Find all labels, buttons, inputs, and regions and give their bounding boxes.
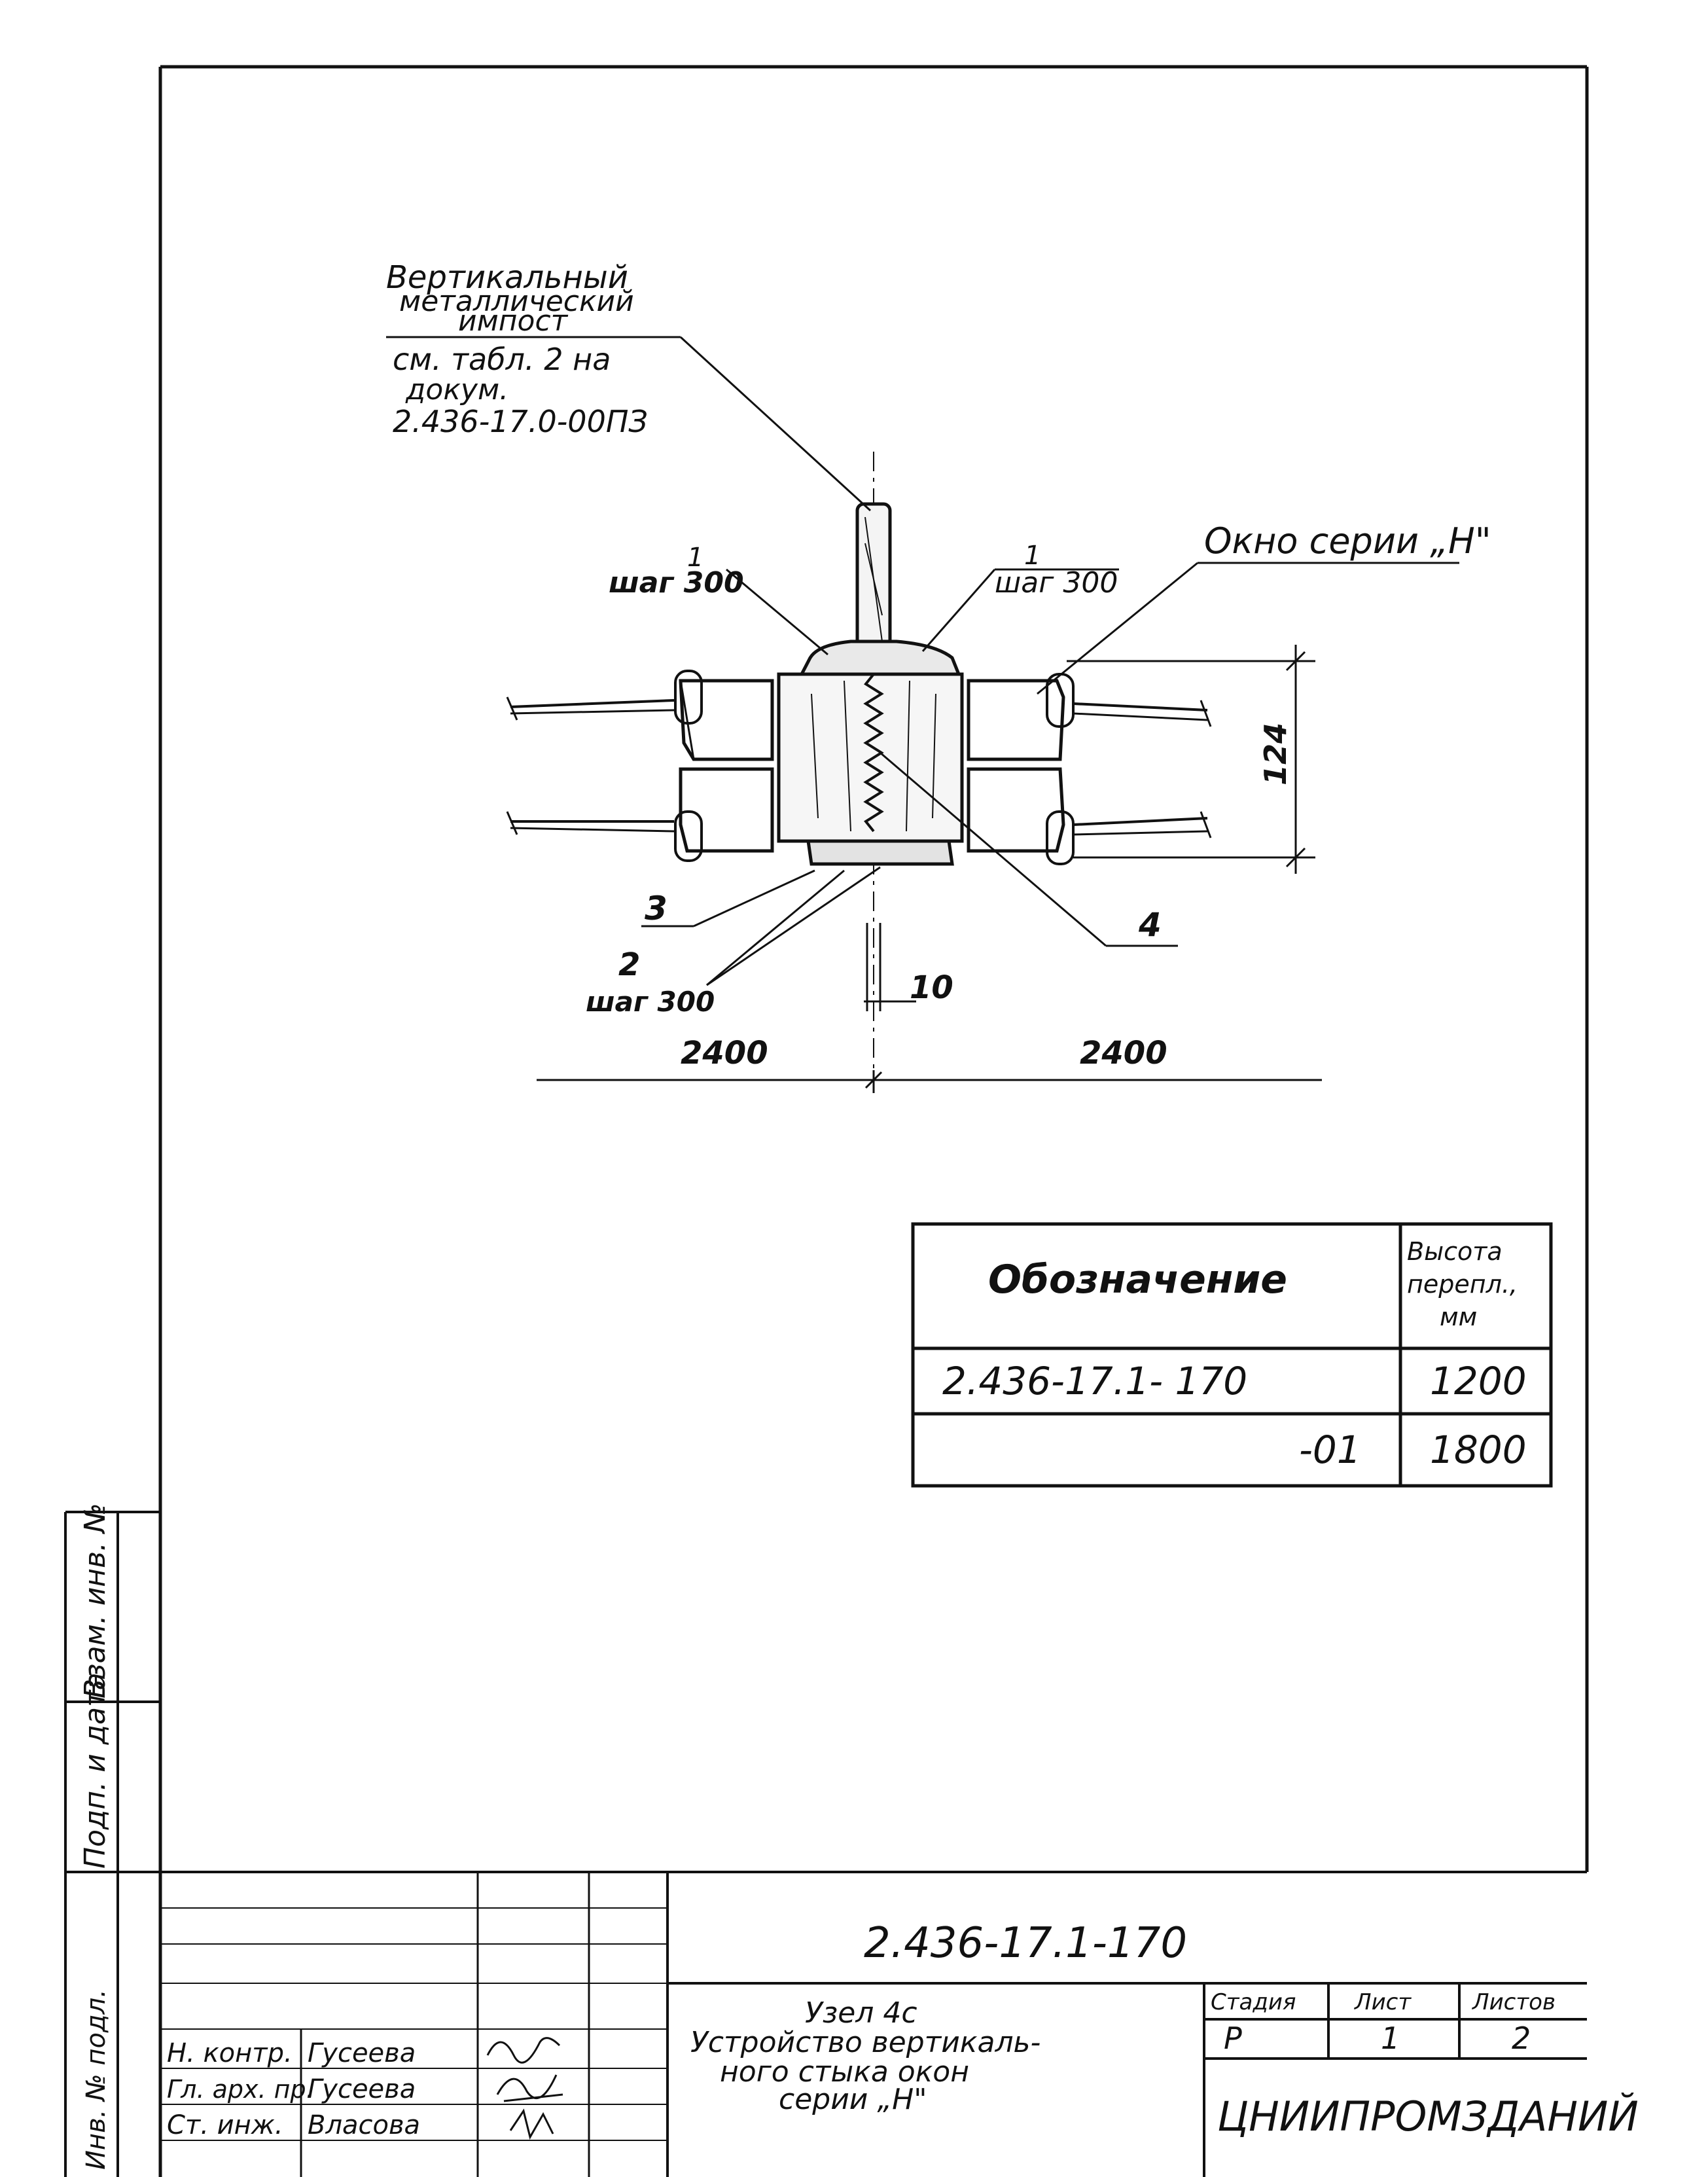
callout-impost-line6: 2.436-17.0-00ПЗ bbox=[393, 404, 648, 439]
dimension-height-label: 124 bbox=[1258, 723, 1293, 785]
dimension-left-label: 2400 bbox=[681, 1035, 768, 1071]
spec-header-designation: Обозначение bbox=[988, 1257, 1287, 1303]
dimension-right-label: 2400 bbox=[1080, 1035, 1167, 1071]
side-stamp-col1: Взам. инв. № bbox=[79, 1503, 112, 1699]
title-stage-value: Р bbox=[1224, 2021, 1242, 2056]
role-3-title: Ст. инж. bbox=[167, 2110, 283, 2140]
title-sheets-label: Листов bbox=[1471, 1989, 1556, 2015]
title-line4: серии „Н" bbox=[779, 2083, 927, 2116]
spec-row2-designation: -01 bbox=[1299, 1428, 1361, 1472]
dimension-height bbox=[1067, 645, 1315, 874]
title-line2: Устройство вертикаль- bbox=[690, 2026, 1041, 2059]
title-stage-label: Стадия bbox=[1211, 1989, 1296, 2015]
callout-impost bbox=[386, 336, 872, 512]
title-line1: Узел 4с bbox=[805, 1996, 917, 2030]
pos1-right-number: 1 bbox=[1024, 541, 1041, 571]
callout-window-label: Окно серии „Н" bbox=[1204, 520, 1491, 562]
title-block bbox=[159, 1872, 1587, 2177]
role-2-name: Гусеева bbox=[308, 2074, 416, 2104]
joint-detail bbox=[506, 452, 1212, 1087]
spec-header-height-2: перепл., bbox=[1407, 1270, 1518, 1299]
role-1-name: Гусеева bbox=[308, 2038, 416, 2068]
callout-pos1-left bbox=[726, 568, 828, 656]
callout-pos4 bbox=[880, 751, 1178, 947]
title-line3: ного стыка окон bbox=[720, 2055, 969, 2089]
title-sheet-label: Лист bbox=[1353, 1989, 1412, 2015]
spec-header-height-1: Высота bbox=[1407, 1237, 1503, 1266]
dimension-gap-label: 10 bbox=[910, 969, 953, 1006]
title-organization: ЦНИИПРОМЗДАНИЙ bbox=[1217, 2092, 1639, 2140]
side-stamp bbox=[64, 1511, 160, 2177]
pos3-label: 3 bbox=[645, 890, 667, 927]
title-sheets-value: 2 bbox=[1512, 2021, 1531, 2056]
title-sheet-value: 1 bbox=[1381, 2021, 1400, 2056]
role-2-title: Гл. арх. пр. bbox=[167, 2075, 314, 2104]
spec-table bbox=[911, 1222, 1553, 1488]
callout-impost-line3: импост bbox=[458, 304, 569, 338]
role-1-title: Н. контр. bbox=[167, 2038, 293, 2068]
pos2-number: 2 bbox=[618, 946, 640, 983]
spec-row1-designation: 2.436-17.1- 170 bbox=[942, 1359, 1247, 1403]
spec-row2-height: 1800 bbox=[1430, 1428, 1527, 1472]
callout-window bbox=[1037, 562, 1459, 695]
sheet-frame bbox=[158, 65, 1589, 2177]
role-3-name: Власова bbox=[308, 2110, 420, 2140]
pos1-left-number: 1 bbox=[687, 543, 703, 573]
title-doc-code: 2.436-17.1-170 bbox=[864, 1919, 1187, 1968]
signature-marks bbox=[486, 2037, 563, 2140]
side-stamp-col3: Инв. № подл. bbox=[81, 1989, 111, 2170]
pos1-right-step: шаг 300 bbox=[995, 566, 1118, 600]
pos2-step: шаг 300 bbox=[586, 986, 715, 1018]
callout-pos1-right bbox=[921, 568, 1119, 652]
callout-impost-line4: см. табл. 2 на bbox=[393, 342, 611, 377]
spec-row1-height: 1200 bbox=[1430, 1359, 1527, 1403]
side-stamp-col2: Подп. и дата bbox=[79, 1672, 112, 1869]
spec-header-height-3: мм bbox=[1440, 1303, 1477, 1331]
dimension-bottom bbox=[537, 923, 1322, 1093]
callout-pos3 bbox=[641, 869, 815, 927]
callout-impost-line2: металлический bbox=[399, 285, 634, 318]
pos1-left-step: шаг 300 bbox=[609, 566, 744, 600]
pos4-label: 4 bbox=[1138, 906, 1162, 944]
callout-pos2 bbox=[706, 866, 881, 986]
callout-impost-line5: докум. bbox=[405, 373, 508, 406]
callout-impost-line1: Вертикальный bbox=[386, 259, 628, 296]
